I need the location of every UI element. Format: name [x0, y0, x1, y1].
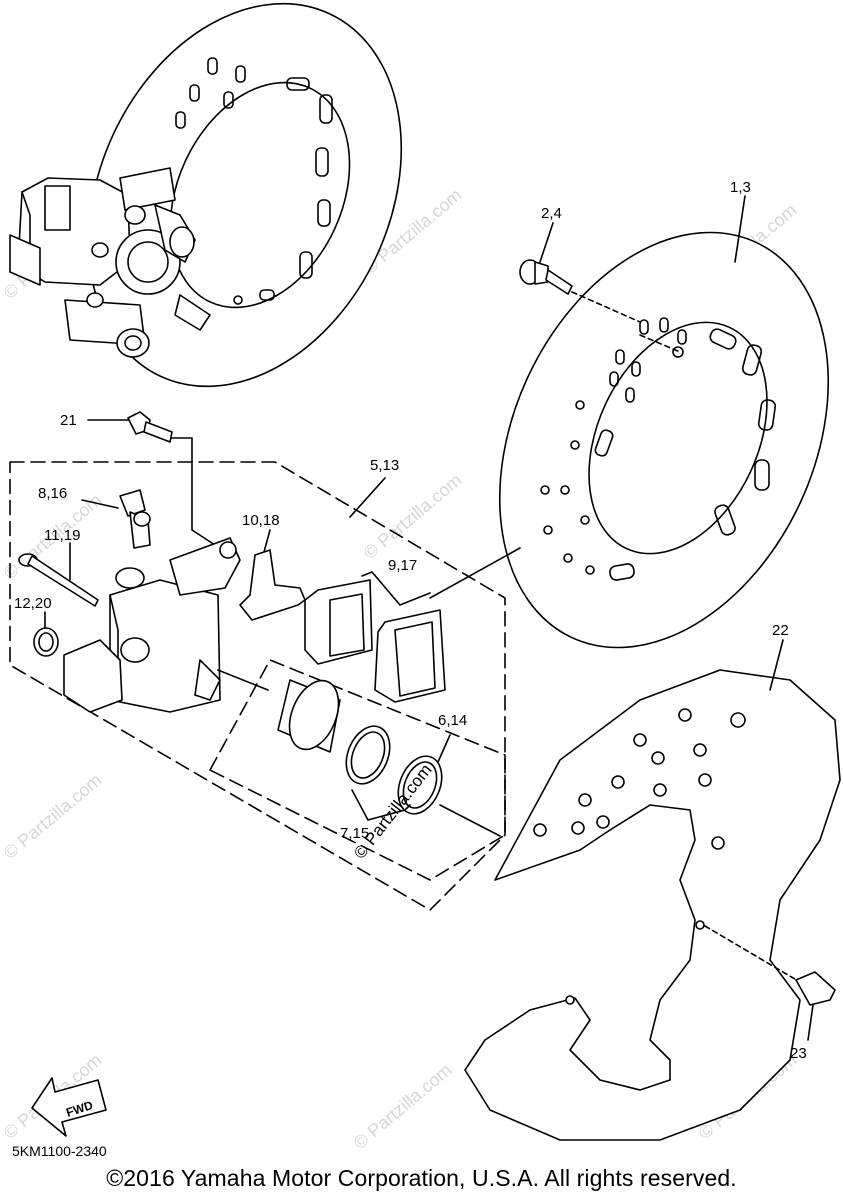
leader-7-15 — [351, 789, 411, 821]
watermark: © Partzilla.com — [0, 770, 105, 863]
bleed-screw — [119, 489, 151, 549]
leader-seal-to-guard — [439, 804, 501, 837]
callout-11-19: 11,19 — [44, 527, 80, 544]
watermark: © Partzilla.com — [360, 470, 466, 563]
assembly-line — [639, 334, 681, 353]
guard-bolt — [795, 971, 836, 1006]
brake-caliper — [63, 537, 241, 713]
leader-8-16 — [81, 499, 119, 509]
callout-5-13: 5,13 — [370, 457, 399, 474]
leader-6-14 — [437, 734, 451, 763]
assembled-caliper — [9, 167, 211, 358]
leader-9-17 — [361, 571, 431, 606]
leader-5-13 — [349, 477, 386, 518]
leader-caliper-to-piston — [217, 669, 269, 691]
assembled-brake-disc — [87, 2, 403, 388]
leader-10-18 — [263, 529, 271, 553]
callout-2-4: 2,4 — [541, 205, 562, 222]
copyright-notice: ©2016 Yamaha Motor Corporation, U.S.A. A… — [106, 1165, 737, 1191]
callout-7-15: 7,15 — [340, 825, 369, 842]
callout-6-14: 6,14 — [438, 712, 467, 729]
leader-2-4 — [539, 222, 554, 263]
caliper-piston — [277, 679, 341, 753]
pad-support — [239, 549, 306, 621]
dust-seal — [345, 725, 391, 785]
callout-9-17: 9,17 — [388, 557, 417, 574]
callout-1-3: 1,3 — [730, 179, 751, 196]
assembly-line — [571, 291, 641, 323]
caliper-kit-outline — [9, 461, 506, 911]
disc-guard — [464, 669, 841, 1141]
callout-10-18: 10,18 — [242, 512, 280, 529]
assembly-line — [704, 925, 806, 986]
forward-arrow-icon — [31, 1077, 107, 1137]
leader-pad-to-disc — [429, 547, 521, 599]
brake-disc — [498, 231, 830, 649]
watermark: © Partzilla.com — [350, 1060, 456, 1153]
piston-seal-outer — [397, 755, 443, 815]
disc-bolt — [519, 259, 573, 295]
callout-23: 23 — [790, 1045, 807, 1062]
leader-23 — [807, 1004, 814, 1041]
drawing-code: 5KM1100-2340 — [12, 1143, 107, 1159]
callout-21: 21 — [60, 412, 77, 429]
leader-21-to-caliper — [171, 437, 216, 546]
leader-1-3 — [734, 195, 746, 263]
piston-seal — [33, 627, 59, 657]
callout-22: 22 — [772, 622, 789, 639]
callout-8-16: 8,16 — [38, 485, 67, 502]
pad-pin — [18, 553, 99, 607]
callout-12-20: 12,20 — [14, 595, 52, 612]
leader-22 — [769, 639, 784, 691]
piston-kit-outline — [209, 659, 506, 881]
caliper-bolt — [127, 411, 173, 443]
brake-pads — [304, 579, 446, 703]
